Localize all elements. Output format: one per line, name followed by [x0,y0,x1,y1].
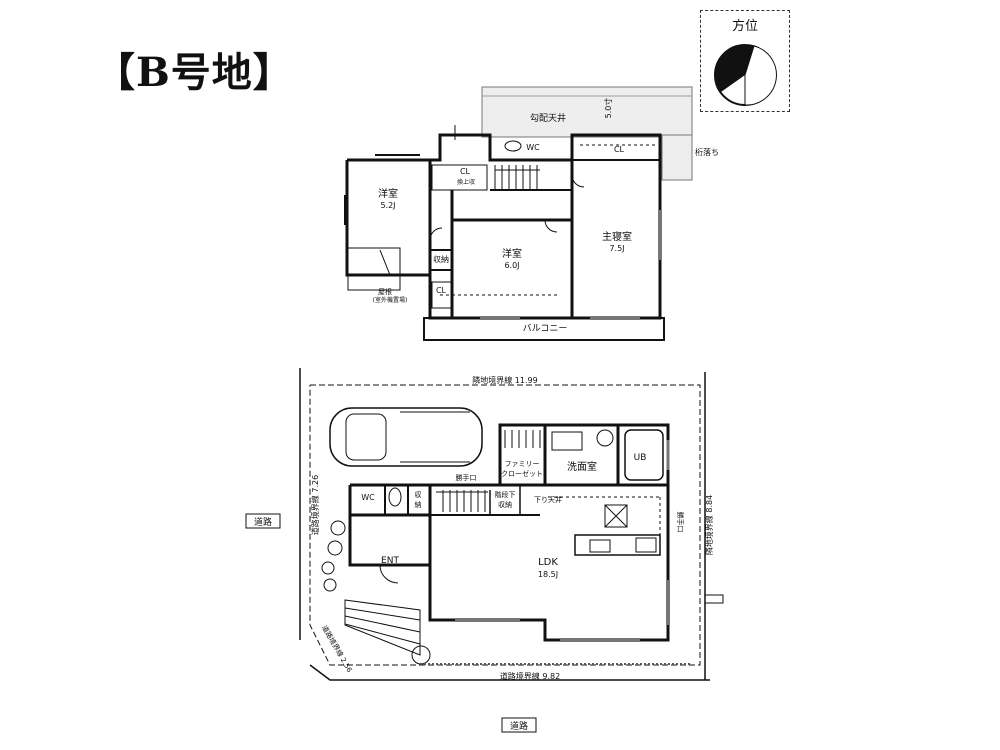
family-closet-label: ファミリー [505,460,540,468]
page-title: 【B号地】 [95,49,294,96]
wc-label: WC [361,493,375,502]
wc-label: WC [526,143,540,152]
balcony-label: バルコニー [523,323,568,334]
ldk-size-label: 18.5J [538,570,558,579]
compass-label: 方位 [731,19,758,34]
lower-floor-labels: 隣地境界線 11.99 隣地境界線 8.84 道路境界線 9.82 道路境界線 … [245,375,714,733]
closet-sub-label: 換上収 [457,178,475,186]
keta-label: 桁落ち [695,147,719,157]
closet-label: CL [436,286,447,295]
upper-floor-labels: 洋室 5.2J 洋室 6.0J 主寝室 7.5J CL 換上収 CL CL 収納… [373,98,719,334]
room-name: 洋室 [378,187,398,200]
roof-sub-label: (室外機置場) [373,296,408,304]
room-name: 主寝室 [602,230,632,243]
road-bottom-label: 道路 [510,720,528,732]
stair-storage-label-2: 収納 [498,500,512,509]
room-size: 5.2J [380,201,395,210]
room-name: 洋室 [502,247,522,260]
back-door-label: 勝手口 [676,512,685,533]
closet-label: CL [460,167,471,176]
upper-floor [344,86,693,341]
pitch-label: 5.0寸 [603,98,613,119]
lower-floor [299,368,724,681]
family-closet-label-2: クローゼット [501,469,543,478]
road-left-label: 道路 [254,516,272,528]
boundary-corner-label: 道路境界線 2.56 [320,624,354,675]
stair-storage-label: 階段下 [495,490,516,499]
boundary-right-label: 隣地境界線 8.84 [704,495,714,555]
ub-label: UB [634,453,647,463]
slope-ceiling-label: 勾配天井 [530,112,566,124]
washroom-label: 洗面室 [567,460,597,473]
roof-label: 屋根 [378,287,392,296]
storage-label: 収納 [433,254,449,264]
closet-label: CL [614,145,625,154]
back-door-label-2: 勝手口 [456,473,477,482]
boundary-left-label: 道路境界線 7.26 [310,475,320,535]
entrance-label: ENT [381,556,399,566]
compass-box: 方位 [700,10,790,112]
room-size: 6.0J [504,261,519,270]
ldk-label: LDK [538,557,558,568]
boundary-bottom-label: 道路境界線 9.82 [500,671,560,681]
storage-label: 収 [415,491,422,499]
lowered-ceiling-label: 下り天井 [534,495,562,504]
compass-icon [714,44,777,106]
room-size: 7.5J [609,244,624,253]
storage-label-2: 納 [415,500,422,509]
boundary-top-label: 隣地境界線 11.99 [472,375,537,385]
